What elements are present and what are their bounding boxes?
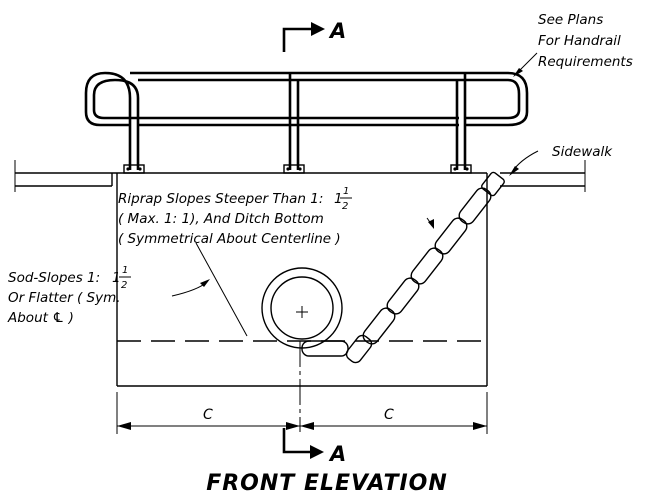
sod-note-line3: About ℄ ) [7,310,74,326]
dimension-right: C [384,407,394,423]
riprap-note-line1: Riprap Slopes Steeper Than 1: [118,191,323,207]
dimension-lines [116,392,488,434]
sod-ratio-den: 2 [121,280,127,291]
sod-note-line1: Sod-Slopes 1: [8,270,100,286]
section-letter-bottom: A [328,442,346,466]
section-marker-top: A [282,19,346,52]
section-marker-bottom: A [282,428,346,466]
sod-ratio-num: 1 [122,265,128,276]
drawing-title: FRONT ELEVATION [206,471,448,496]
dimension-left: C [203,407,213,423]
handrail-note-line1: See Plans [538,12,603,28]
riprap-note-line3: ( Symmetrical About Centerline ) [118,231,341,247]
sod-note-line2: Or Flatter ( Sym. [8,290,121,306]
sidewalk-note: Sidewalk [552,144,613,160]
sidewalk-and-headwall [14,160,586,387]
riprap-ratio-whole: 1 [334,191,343,207]
pipe [261,267,343,349]
handrail [84,71,529,174]
handrail-note-line3: Requirements [538,54,633,70]
section-letter-top: A [328,19,346,43]
riprap-note-line2: ( Max. 1: 1), And Ditch Bottom [118,211,324,227]
riprap-ratio-num: 1 [343,186,349,197]
riprap-ratio-den: 2 [342,201,348,212]
sod-ratio-whole: 1 [112,270,121,286]
handrail-note-line2: For Handrail [538,33,621,49]
riprap-slope [301,171,505,364]
leaders [171,52,539,337]
